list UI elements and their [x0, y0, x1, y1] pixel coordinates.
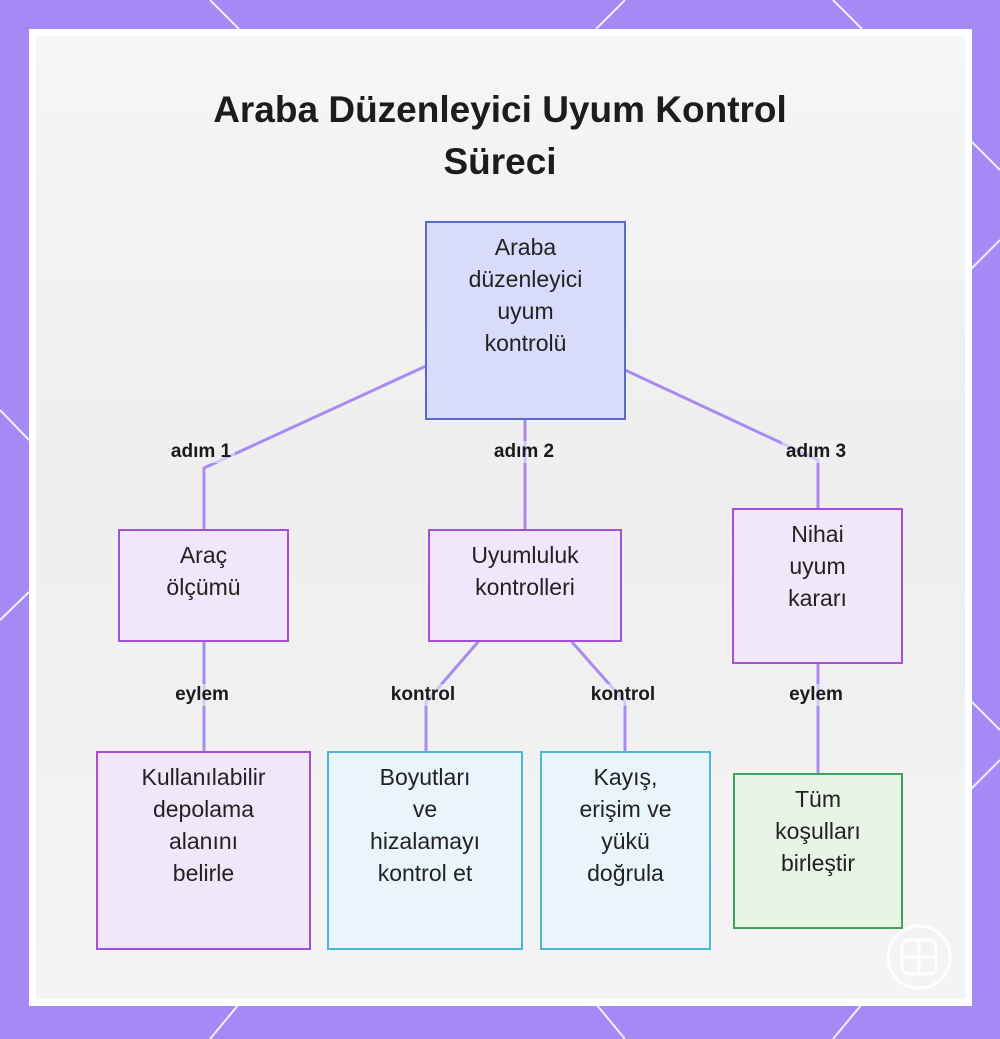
- node-dimensions-line: ve: [412, 796, 438, 822]
- edge-label-step-3: adım 3: [781, 441, 851, 463]
- node-final-line: kararı: [788, 585, 847, 611]
- node-dimensions-line: Boyutları: [379, 764, 471, 790]
- edge-label-check-1: kontrol: [386, 684, 460, 706]
- node-combine-line: koşulları: [775, 818, 861, 844]
- node-combine-conditions: Tüm koşulları birleştir: [733, 773, 903, 929]
- node-combine-line: Tüm: [795, 786, 841, 812]
- node-storage-line: Kullanılabilir: [141, 764, 266, 790]
- node-storage-line: depolama: [152, 796, 254, 822]
- node-final-line: Nihai: [791, 521, 844, 547]
- edge-label-step-1: adım 1: [166, 441, 236, 463]
- watermark-logo-icon: [886, 924, 952, 990]
- node-storage-line: belirle: [172, 860, 235, 886]
- node-root-line: Araba: [494, 234, 557, 260]
- node-storage-line: alanını: [168, 828, 239, 854]
- title-line-1: Araba Düzenleyici Uyum Kontrol: [213, 89, 787, 130]
- edge-label-step-2: adım 2: [489, 441, 559, 463]
- node-root-line: düzenleyici: [468, 266, 583, 292]
- node-measure-line: Araç: [179, 542, 228, 568]
- node-compat-line: Uyumluluk: [471, 542, 579, 568]
- edge-label-check-2: kontrol: [586, 684, 660, 706]
- edge-root-final: [623, 368, 820, 509]
- node-final-decision: Nihai uyum kararı: [732, 508, 903, 664]
- edge-label-action-2: eylem: [785, 684, 847, 706]
- edge-label-action-1: eylem: [171, 684, 233, 706]
- title-line-2: Süreci: [443, 141, 557, 182]
- node-combine-line: birleştir: [780, 850, 856, 876]
- node-mounting-line: yükü: [601, 828, 650, 854]
- diagram-title: Araba Düzenleyici Uyum Kontrol Süreci: [0, 84, 1000, 188]
- node-compat-line: kontrolleri: [475, 574, 575, 600]
- node-mounting-line: Kayış,: [593, 764, 658, 790]
- node-mounting-line: erişim ve: [579, 796, 672, 822]
- node-verify-mounting: Kayış, erişim ve yükü doğrula: [540, 751, 711, 950]
- node-final-line: uyum: [789, 553, 846, 579]
- node-dimensions-line: kontrol et: [377, 860, 473, 886]
- node-check-dimensions: Boyutları ve hizalamayı kontrol et: [327, 751, 523, 950]
- node-root: Araba düzenleyici uyum kontrolü: [425, 221, 626, 420]
- node-mounting-line: doğrula: [587, 860, 664, 886]
- edge-root-measure: [202, 364, 428, 530]
- node-vehicle-measurement: Araç ölçümü: [118, 529, 289, 642]
- node-dimensions-line: hizalamayı: [370, 828, 480, 854]
- node-root-line: uyum: [497, 298, 554, 324]
- node-compatibility-checks: Uyumluluk kontrolleri: [428, 529, 622, 642]
- node-determine-storage: Kullanılabilir depolama alanını belirle: [96, 751, 311, 950]
- node-root-line: kontrolü: [484, 330, 567, 356]
- node-measure-line: ölçümü: [166, 574, 241, 600]
